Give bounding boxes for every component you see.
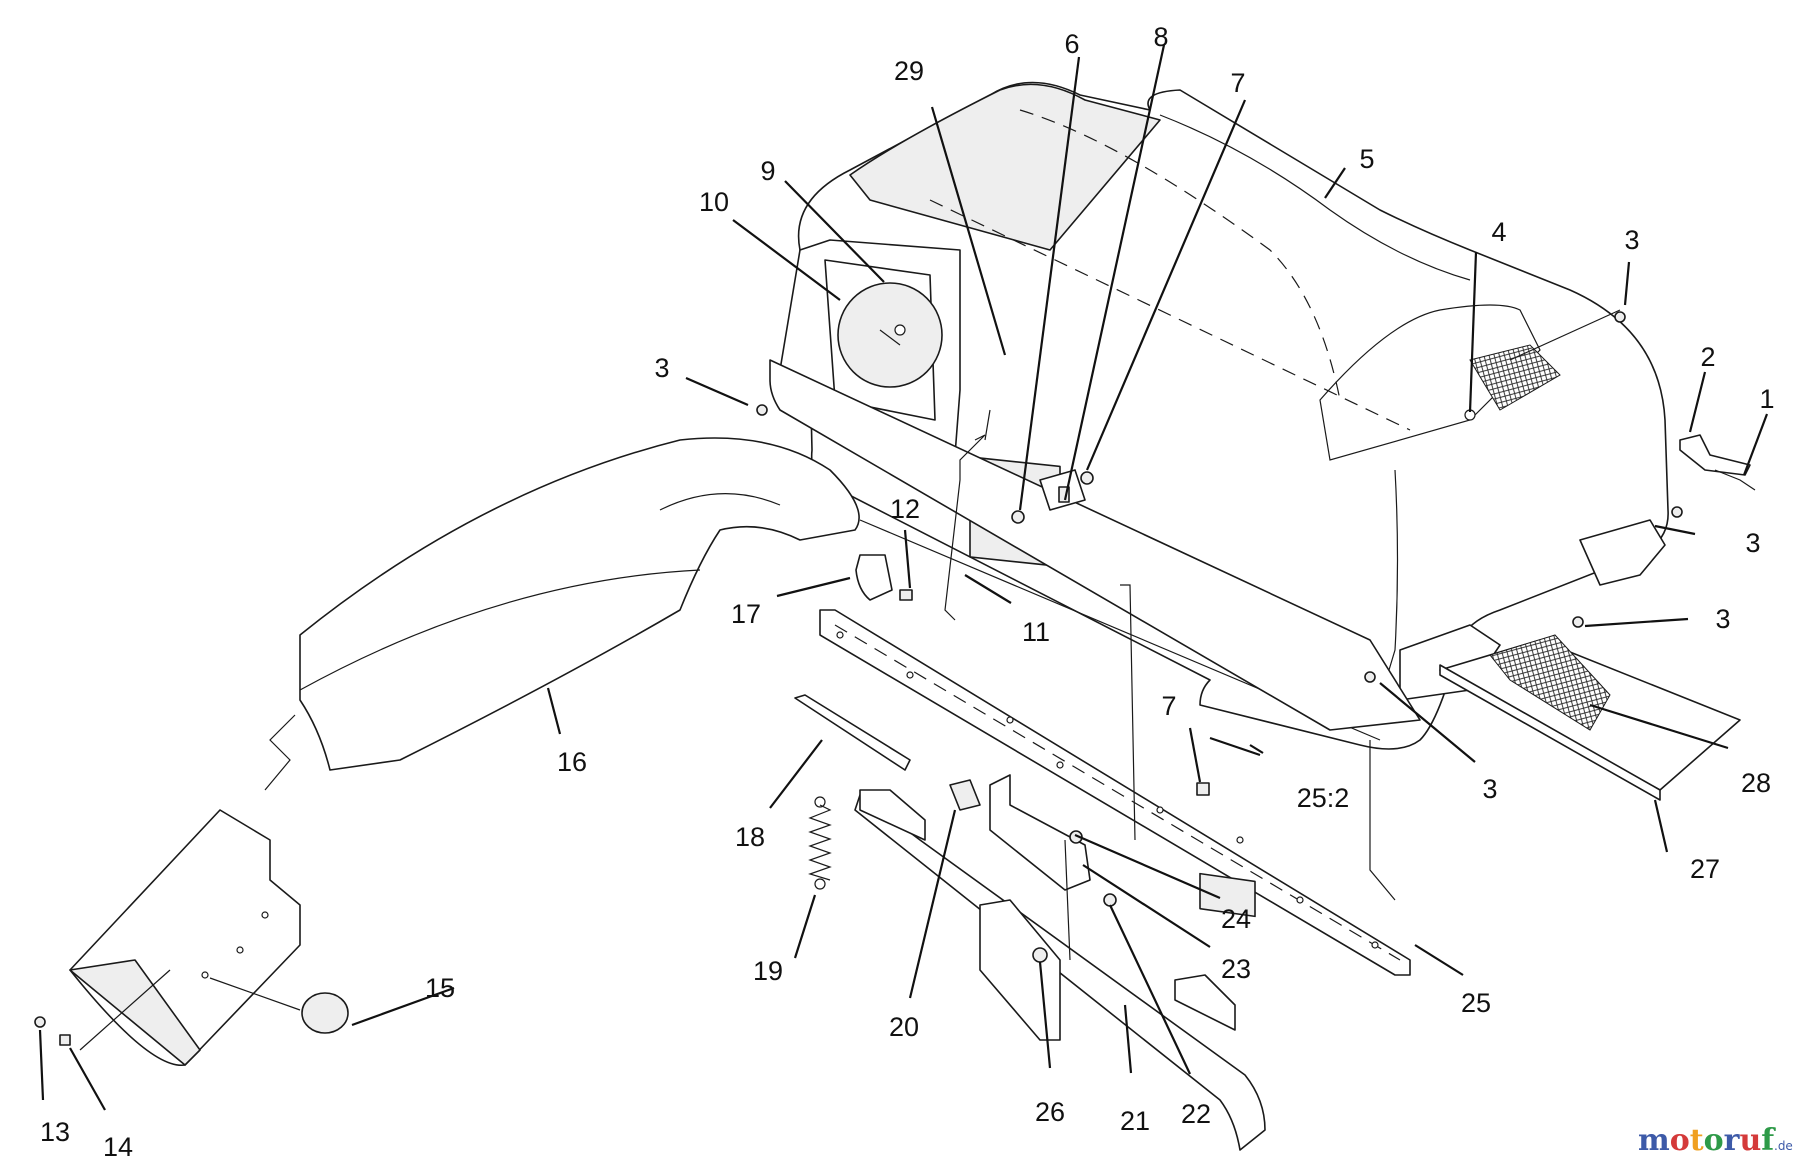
deflector [69,714,301,1066]
plug-15 [209,977,349,1034]
callout-13: 13 [40,1117,70,1147]
callout-15: 15 [425,973,455,1003]
callout-22: 22 [1181,1099,1211,1129]
bolt-13-washer-14 [34,969,171,1051]
callouts: 1 2 3 3 3 3 3 4 5 6 7 7 8 9 10 11 12 13 … [40,22,1775,1162]
callout-2: 2 [1700,342,1715,372]
small-fasteners-3 [756,309,1683,683]
callout-20: 20 [889,1012,919,1042]
callout-6: 6 [1064,29,1079,59]
callout-16: 16 [557,747,587,777]
callout-4: 4 [1491,217,1506,247]
watermark-letter: o [1704,1123,1724,1158]
mounting-bar-25 [819,584,1411,976]
callout-14: 14 [103,1132,133,1162]
spacer-20 [949,779,981,811]
callout-29: 29 [894,56,924,86]
callout-28: 28 [1741,768,1771,798]
watermark-letter: u [1739,1123,1761,1158]
callout-5: 5 [1359,144,1374,174]
callout-25: 25 [1461,988,1491,1018]
callout-1: 1 [1759,384,1774,414]
handle-frame-21 [854,789,1266,1151]
watermark-letter: r [1724,1123,1741,1158]
watermark-letter: m [1638,1123,1670,1158]
callout-18: 18 [735,822,765,852]
watermark-logo-text: motoruf [1638,1123,1776,1158]
motoruf-watermark: motoruf .de [1638,1123,1793,1158]
callout-23: 23 [1221,954,1251,984]
callout-19: 19 [753,956,783,986]
callout-21: 21 [1120,1106,1150,1136]
callout-8: 8 [1153,22,1168,52]
callout-27: 27 [1690,854,1720,884]
callout-3: 3 [1745,528,1760,558]
callout-17: 17 [731,599,761,629]
discharge-chute [299,437,860,771]
spring-19 [808,796,832,890]
callout-24: 24 [1221,904,1251,934]
front-flange [769,359,1421,731]
leader-lines [38,44,1769,1111]
callout-3: 3 [1624,225,1639,255]
decal-25-2 [1199,872,1256,918]
watermark-letter: f [1761,1123,1776,1158]
rod-18 [794,694,911,771]
callout-3: 3 [1715,604,1730,634]
nut-7b [1196,782,1210,796]
callout-3: 3 [1482,774,1497,804]
callout-11: 11 [1022,617,1050,647]
lever-assembly [855,409,991,621]
callout-7: 7 [1161,691,1176,721]
callout-9: 9 [760,156,775,186]
hood-cover [797,81,1669,750]
callout-10: 10 [699,187,729,217]
callout-7: 7 [1230,68,1245,98]
clip-1-2 [1679,434,1756,491]
watermark-tld: .de [1774,1139,1793,1153]
hinge-bracket [1011,469,1094,524]
callout-26: 26 [1035,1097,1065,1127]
watermark-letter: o [1670,1123,1690,1158]
screen-27-28 [1439,634,1741,801]
watermark-letter: t [1690,1123,1704,1158]
bracket-24 [989,774,1117,907]
callout-25-2: 25:2 [1297,783,1350,813]
callout-12: 12 [890,494,920,524]
callout-3: 3 [654,353,669,383]
